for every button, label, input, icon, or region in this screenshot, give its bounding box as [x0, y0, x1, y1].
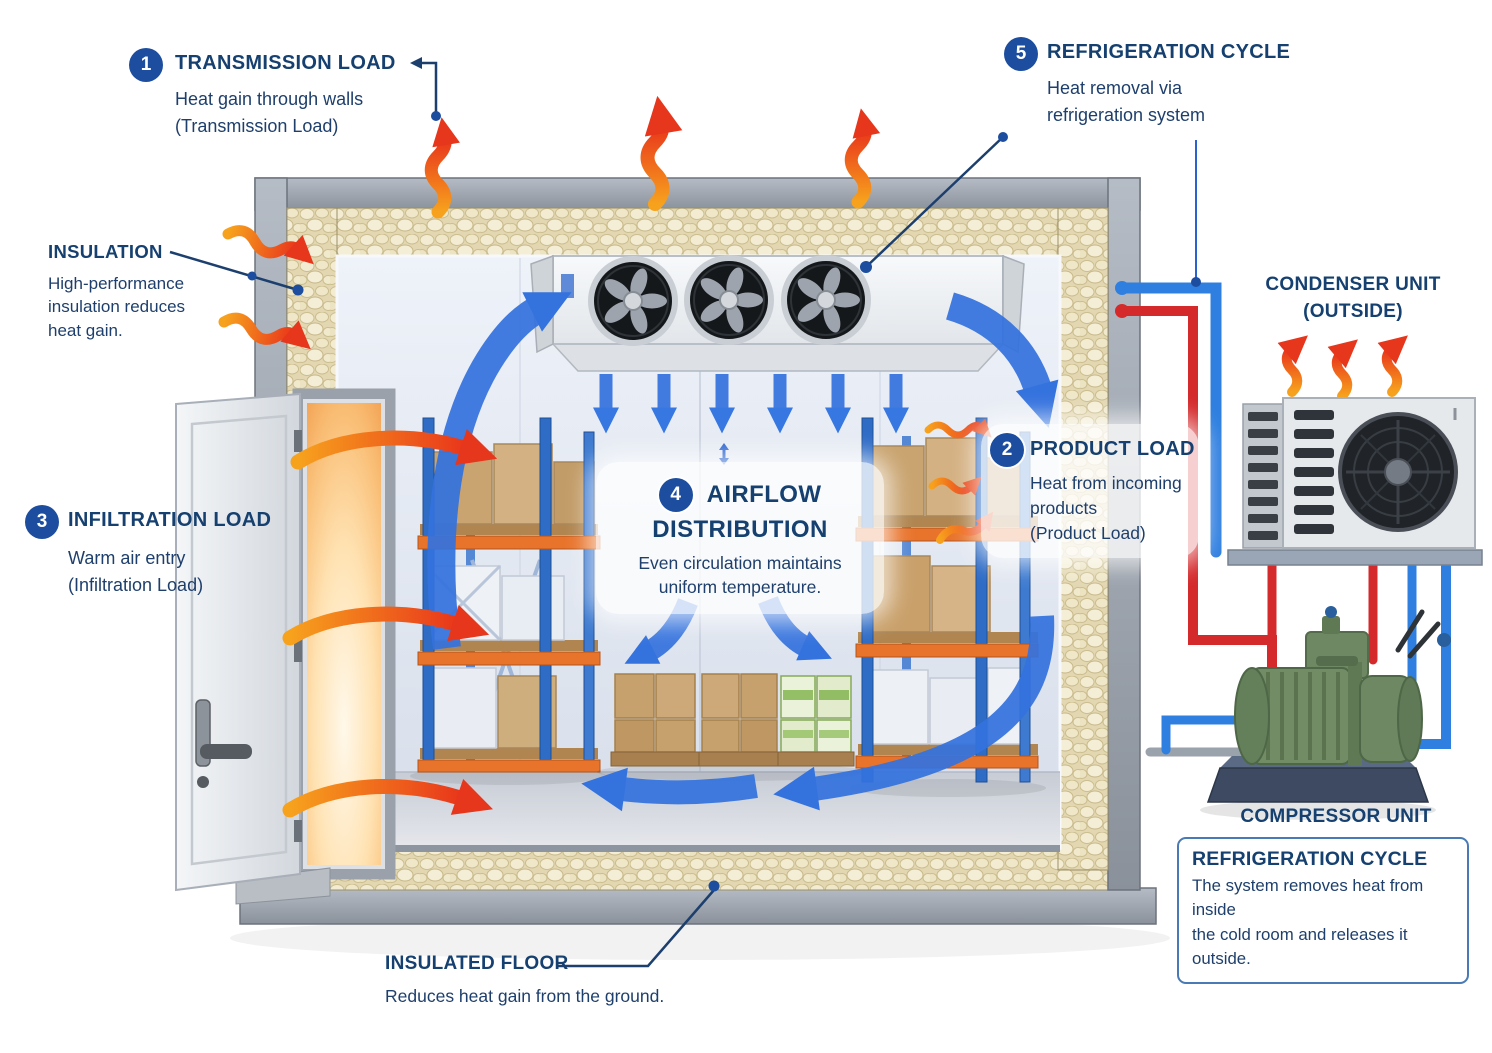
refrigeration-cycle-title: REFRIGERATION CYCLE — [1047, 41, 1291, 63]
evaporator-fan-icon — [781, 255, 871, 345]
refrigeration-cycle-desc: Heat removal via refrigeration system — [1047, 78, 1206, 125]
insulated-floor-title: INSULATED FLOOR — [385, 953, 569, 974]
compressor-unit-label: COMPRESSOR UNIT — [1240, 806, 1432, 827]
condenser-fan-icon — [1338, 412, 1458, 532]
product-heat-squiggles — [924, 418, 994, 544]
door-panel — [175, 392, 301, 892]
callout-1-badge: 1 — [129, 48, 163, 82]
product-load-desc: Heat from incoming products (Product Loa… — [1030, 473, 1182, 543]
callout-4-badge: 4 — [658, 478, 693, 512]
infiltration-heat-arrows — [282, 429, 498, 818]
airflow-title-line2: DISTRIBUTION — [652, 516, 828, 543]
airflow-distribution-panel: 4 AIRFLOW DISTRIBUTION Even circulation … — [596, 462, 884, 614]
roof-heat-arrow — [424, 117, 460, 219]
product-load-title: PRODUCT LOAD — [1030, 438, 1195, 460]
transmission-load-title: TRANSMISSION LOAD — [175, 52, 396, 74]
insulation-title: INSULATION — [48, 241, 163, 262]
condenser-unit-graphic — [1227, 397, 1483, 566]
infiltration-load-desc: Warm air entry (Infiltration Load) — [68, 548, 204, 595]
airflow-desc: Even circulation maintains uniform tempe… — [638, 553, 842, 597]
airflow-title-line1: AIRFLOW — [706, 481, 822, 508]
floor-pallets — [597, 673, 867, 781]
callout-3-badge: 3 — [25, 505, 59, 539]
cold-room-door — [175, 388, 396, 905]
refrigeration-cycle-box-desc: The system removes heat from inside the … — [1192, 876, 1424, 969]
evaporator-fan-icon — [684, 255, 774, 345]
compressor-unit-graphic — [1200, 606, 1451, 820]
door-handle-icon — [195, 699, 252, 788]
refrigeration-cycle-box-title: REFRIGERATION CYCLE — [1192, 848, 1428, 870]
airflow-span-icon — [719, 443, 729, 465]
transmission-load-desc: Heat gain through walls (Transmission Lo… — [175, 89, 364, 136]
roof-heat-arrow — [640, 95, 683, 211]
infiltration-load-title: INFILTRATION LOAD — [68, 509, 272, 531]
condenser-heat-arrow — [1327, 339, 1358, 401]
condenser-unit-label: CONDENSER UNIT (OUTSIDE) — [1265, 274, 1441, 322]
insulation-heat-arrows — [218, 225, 314, 350]
room-shadow — [230, 916, 1170, 960]
callout-connectors — [169, 57, 1201, 968]
product-load-panel: 2 PRODUCT LOAD Heat from incoming produc… — [981, 424, 1199, 558]
roof-heat-arrow — [844, 108, 881, 209]
evaporator-fan-icon — [588, 256, 678, 346]
refrigeration-cycle-box: REFRIGERATION CYCLE The system removes h… — [1177, 837, 1469, 985]
evaporator-unit — [530, 254, 1025, 372]
insulated-floor-desc: Reduces heat gain from the ground. — [385, 986, 665, 1006]
right-storage-rack — [850, 417, 1046, 797]
condenser-heat-arrow — [1377, 335, 1408, 397]
condenser-heat-arrow — [1277, 335, 1308, 397]
insulation-desc: High-performance insulation reduces heat… — [48, 274, 186, 340]
heat-arrows — [424, 95, 1408, 401]
callout-2-badge: 2 — [990, 433, 1024, 467]
callout-5-badge: 5 — [1004, 37, 1038, 71]
